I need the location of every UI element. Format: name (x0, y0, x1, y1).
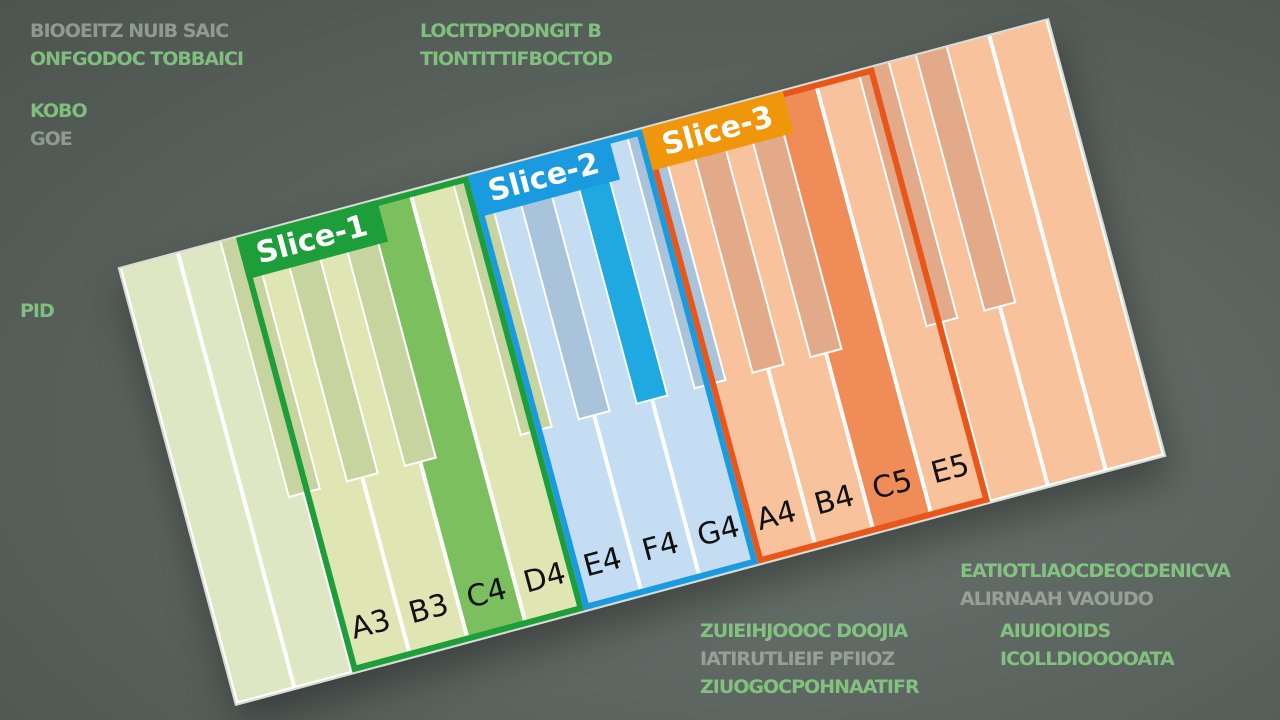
background-text: ONFGODOC TOBBAICI (30, 48, 244, 70)
background-text: BIOOEITZ NUIB SAIC (30, 20, 229, 42)
slice-label: Slice-3 (641, 91, 794, 171)
background-text: LOCITDPODNGIT B (420, 20, 602, 42)
key-label (232, 665, 286, 679)
slice-label: Slice-2 (467, 138, 620, 218)
background-text: PID (20, 300, 55, 322)
background-text: KOBO (30, 100, 88, 122)
key-label (1102, 432, 1156, 446)
background-text: ALIRNAAH VAOUDO (960, 588, 1154, 610)
slice-label: Slice-1 (236, 200, 388, 280)
background-text: ZIUOGOCPOHNAATIFR (700, 676, 920, 698)
background-text: GOE (30, 128, 73, 150)
background-text: ICOLLDIOOOOATA (1000, 648, 1175, 670)
background-text: ZUIEIHJOOOC DOOJIA (700, 620, 908, 642)
background-text: EATIOTLIAOCDEOCDENICVA (960, 560, 1231, 582)
background-text: TIONTITTIFBOCTOD (420, 48, 613, 70)
key-label (290, 650, 344, 664)
key-label (1044, 448, 1098, 462)
background-text: IATIRUTLIEIF PFIIOZ (700, 648, 895, 670)
background-text: AIUIOIOIDS (1000, 620, 1111, 642)
key-label (986, 463, 1040, 477)
